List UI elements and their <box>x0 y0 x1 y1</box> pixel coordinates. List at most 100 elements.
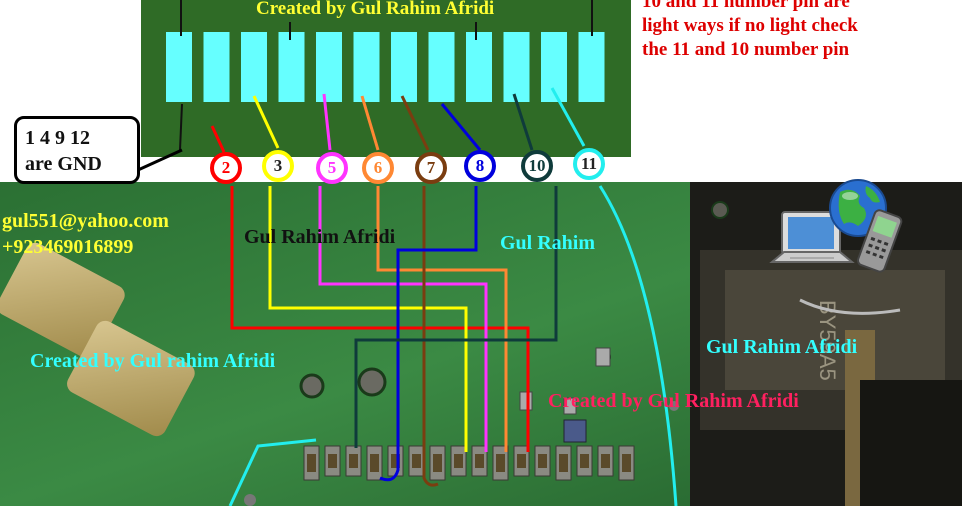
wire-pin-10 <box>354 186 558 448</box>
connector-pin-pad <box>316 32 342 102</box>
light-note: 10 and 11 number pin are light ways if n… <box>642 0 962 62</box>
smd-body <box>370 454 379 472</box>
via <box>669 401 679 411</box>
gnd-pins: 1 4 9 12 <box>25 127 90 149</box>
wire-pin-5 <box>318 186 488 452</box>
pin-number: 11 <box>580 154 598 173</box>
wire-pin-6 <box>376 186 508 452</box>
pin-number: 8 <box>475 156 485 175</box>
gnd-pointer <box>137 148 183 172</box>
credit-top: Created by Gul Rahim Afridi <box>256 0 495 19</box>
pin-number: 6 <box>373 158 383 177</box>
connector-pins <box>166 32 605 102</box>
smd-body <box>412 454 421 468</box>
pin-number: 7 <box>426 158 436 177</box>
connector-pin-pad <box>166 32 192 102</box>
wires-bottom <box>228 185 678 506</box>
wires-top <box>210 87 586 153</box>
watermark-cyan-left: Created by Gul rahim Afridi <box>30 350 276 372</box>
wire-pin-6-top <box>360 95 380 151</box>
smd-body <box>307 454 316 472</box>
smd-body <box>601 454 610 468</box>
smd-body <box>475 454 484 468</box>
pin-circle-10: 10 <box>521 150 553 182</box>
smd-body <box>433 454 442 472</box>
note-line: the 11 and 10 number pin <box>642 39 850 60</box>
wire-pin-8 <box>379 186 478 482</box>
wire-pin-5-top <box>322 93 332 151</box>
small-part <box>519 391 533 411</box>
pin-circle-6: 6 <box>362 152 394 184</box>
connector-pin-pad <box>278 32 305 102</box>
pin-circle-5: 5 <box>316 152 348 184</box>
housing-inner <box>725 270 945 390</box>
gnd-callout: 1 4 9 12 are GND <box>14 116 140 184</box>
smd-body <box>517 454 526 468</box>
laptop-icon <box>769 211 855 263</box>
watermark-red: Created by Gul Rahim Afridi <box>548 390 799 412</box>
via <box>244 494 256 506</box>
wire-pin-3-top <box>252 95 280 149</box>
contact-phone: +923469016899 <box>2 236 134 258</box>
wire-pin-8-top <box>440 103 482 151</box>
pin-circle-7: 7 <box>415 152 447 184</box>
pin-circle-11: 11 <box>573 148 605 180</box>
smd-body <box>622 454 631 472</box>
smd-body <box>391 454 400 468</box>
small-part <box>563 397 577 415</box>
wire-pin-11-extra <box>228 438 317 506</box>
watermark-cyan-short: Gul Rahim <box>500 232 596 254</box>
pin-markers <box>179 0 593 151</box>
pin-circle-2: 2 <box>210 152 242 184</box>
wire-pin-7-top <box>400 95 430 151</box>
small-part <box>595 347 611 367</box>
ic-chip <box>563 419 587 443</box>
pin-number: 2 <box>221 158 231 177</box>
connector-pin-pad <box>503 32 530 102</box>
globe-icon <box>829 179 887 237</box>
smd-component-row <box>303 445 635 481</box>
wire-pin-11 <box>598 185 678 506</box>
wire-pin-2-top <box>210 125 226 153</box>
connector-pin-pad <box>241 32 267 102</box>
note-line: light ways if no light check <box>642 15 858 36</box>
smd-body <box>580 454 589 468</box>
smd-body <box>559 454 568 472</box>
connector-pin-pad <box>466 32 492 102</box>
pin-circle-8: 8 <box>464 150 496 182</box>
connector-pin-pad <box>428 32 455 102</box>
connector-pin-pad <box>391 32 417 102</box>
wire-pin-7 <box>422 186 439 487</box>
connector-pin-pad <box>203 32 230 102</box>
connector-pin-pad <box>578 32 605 102</box>
via <box>357 367 387 397</box>
pin-number: 3 <box>273 156 283 175</box>
contact-email: gul551@yahoo.com <box>2 210 169 232</box>
pin-number: 5 <box>327 158 337 177</box>
wire-pin-3 <box>268 186 468 452</box>
pin-circle-3: 3 <box>262 150 294 182</box>
via <box>711 201 729 219</box>
smd-body <box>349 454 358 468</box>
pin-number: 10 <box>528 156 546 175</box>
gnd-text: are GND <box>25 153 102 175</box>
note-line: 10 and 11 number pin are <box>642 0 850 12</box>
smd-body <box>454 454 463 468</box>
icon-swoosh <box>799 298 901 315</box>
watermark-cyan-right: Gul Rahim Afridi <box>706 336 858 358</box>
via <box>299 373 325 399</box>
smd-body <box>328 454 337 468</box>
housing-shadow <box>860 380 962 506</box>
smd-body <box>496 454 505 472</box>
connector-board-top <box>165 0 605 26</box>
housing-marking: BY59A5 <box>815 300 840 381</box>
connector-pin-pad <box>353 32 380 102</box>
mobile-phone-icon <box>856 209 903 273</box>
wire-pin-10-top <box>512 93 534 151</box>
watermark-black: Gul Rahim Afridi <box>244 226 396 248</box>
smd-body <box>538 454 547 468</box>
wire-pin-2 <box>230 186 530 452</box>
wire-pin-11-top <box>550 87 586 147</box>
